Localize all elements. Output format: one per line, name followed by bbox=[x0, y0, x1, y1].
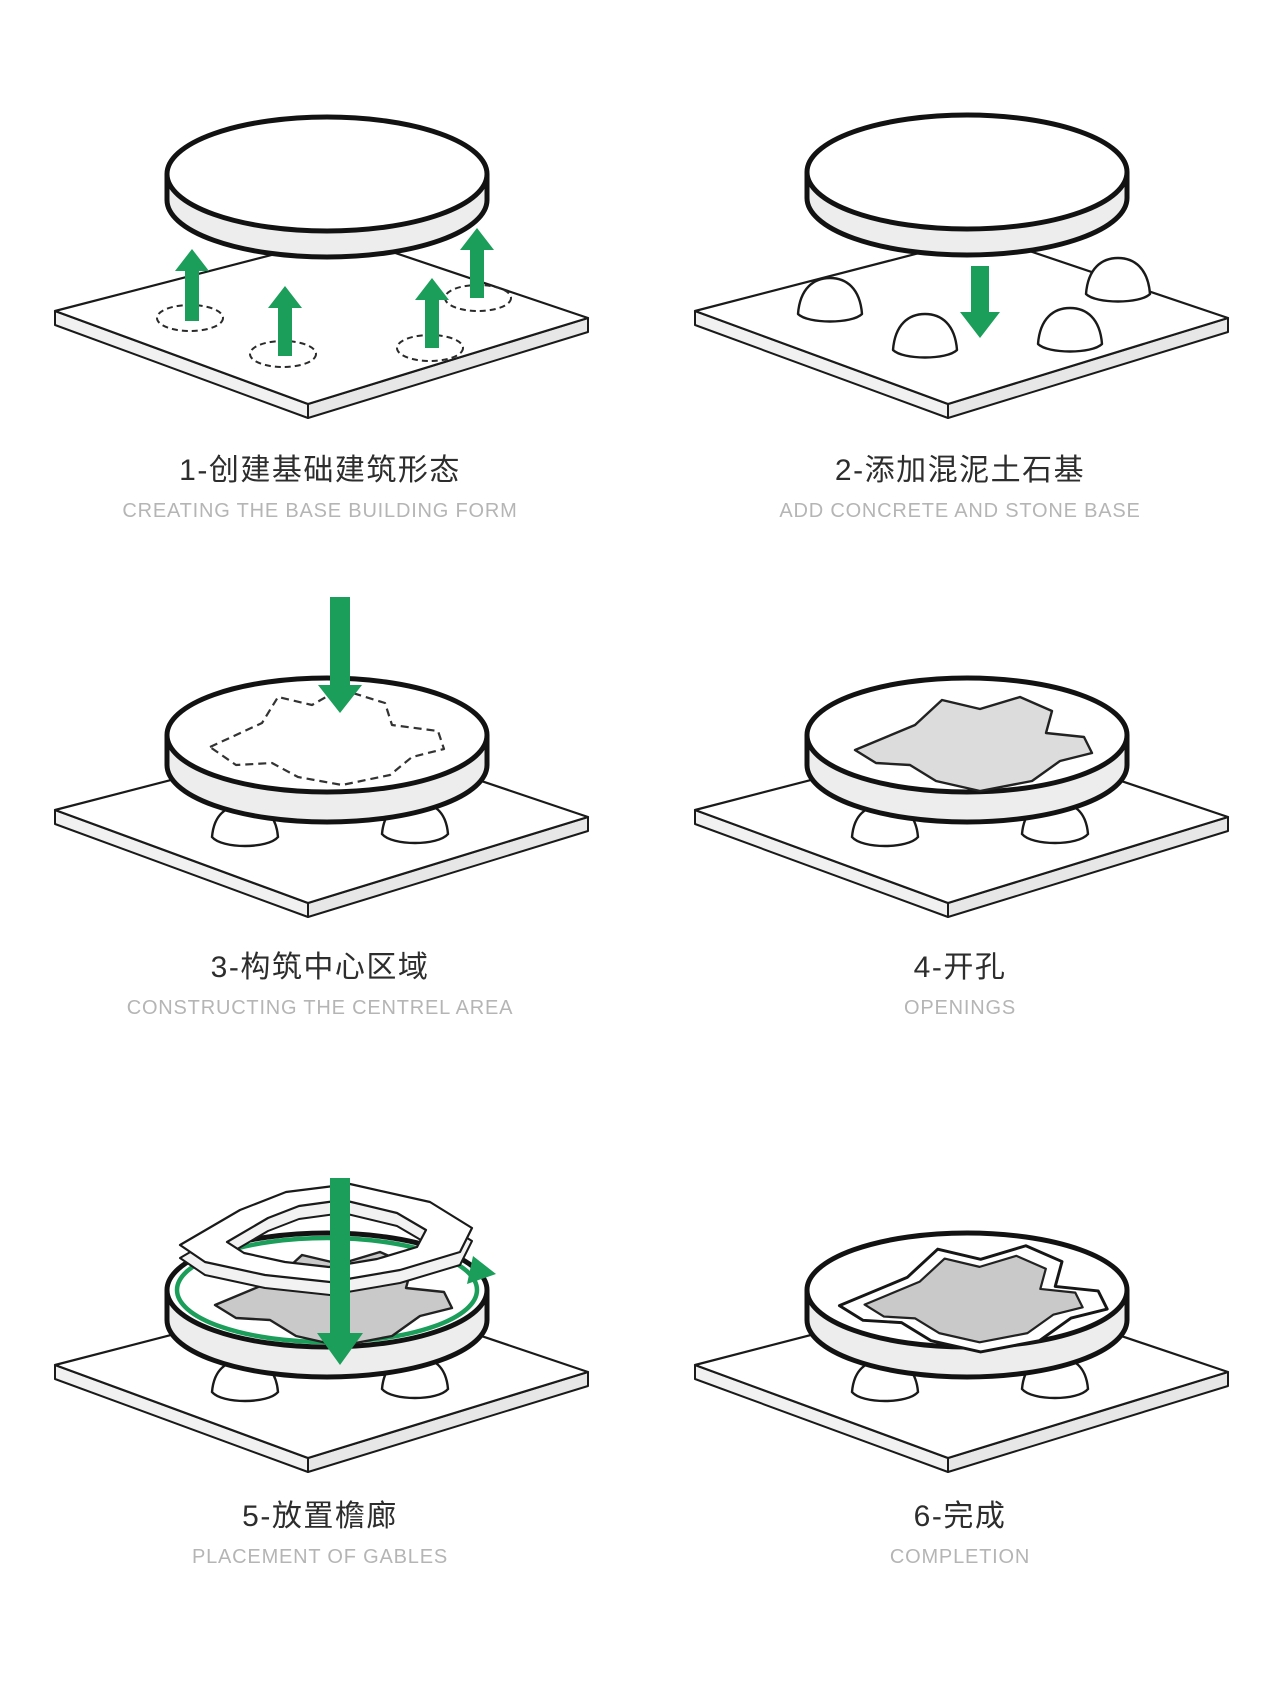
step-5-title: 5-放置檐廊 bbox=[242, 1500, 398, 1533]
step-4-caption: 4-开孔 OPENINGS bbox=[904, 949, 1016, 1020]
rimmed-courtyard bbox=[837, 1244, 1109, 1354]
step-6-card: 6-完成 COMPLETION bbox=[640, 1138, 1280, 1706]
floating-disc bbox=[804, 112, 1130, 258]
step-4-illustration bbox=[693, 675, 1230, 918]
stone-footings bbox=[796, 256, 1152, 359]
dashed-central-footprint bbox=[208, 687, 446, 787]
floating-disc bbox=[164, 114, 490, 260]
step-6-subtitle: COMPLETION bbox=[889, 1545, 1031, 1568]
gable-ring bbox=[178, 1182, 474, 1296]
step-3-subtitle: CONSTRUCTING THE CENTREL AREA bbox=[126, 996, 514, 1019]
step-2-caption: 2-添加混泥土石基 ADD CONCRETE AND STONE BASE bbox=[779, 452, 1140, 523]
down-arrow-icon bbox=[960, 266, 1000, 338]
step-2-title: 2-添加混泥土石基 bbox=[834, 454, 1086, 487]
step-2-illustration bbox=[693, 112, 1230, 419]
step-1-subtitle: CREATING THE BASE BUILDING FORM bbox=[122, 499, 518, 522]
step-1-title: 1-创建基础建筑形态 bbox=[179, 454, 461, 487]
step-1-caption: 1-创建基础建筑形态 CREATING THE BASE BUILDING FO… bbox=[122, 452, 517, 523]
step-5-subtitle: PLACEMENT OF GABLES bbox=[191, 1545, 448, 1568]
step-1-illustration bbox=[53, 114, 590, 419]
step-1-card: 1-创建基础建筑形态 CREATING THE BASE BUILDING FO… bbox=[0, 0, 640, 569]
courtyard-opening bbox=[853, 695, 1094, 793]
step-6-caption: 6-完成 COMPLETION bbox=[890, 1498, 1030, 1569]
step-3-illustration bbox=[53, 597, 590, 918]
up-arrow-icon bbox=[175, 228, 494, 356]
step-3-card: 3-构筑中心区域 CONSTRUCTING THE CENTREL AREA bbox=[0, 569, 640, 1138]
step-6-illustration bbox=[693, 1230, 1230, 1473]
step-3-caption: 3-构筑中心区域 CONSTRUCTING THE CENTREL AREA bbox=[127, 949, 514, 1020]
down-arrow-icon bbox=[317, 1178, 363, 1365]
base-plate bbox=[53, 234, 590, 419]
step-4-subtitle: OPENINGS bbox=[904, 996, 1016, 1019]
step-4-title: 4-开孔 bbox=[913, 951, 1007, 984]
step-5-illustration bbox=[53, 1178, 590, 1473]
step-3-title: 3-构筑中心区域 bbox=[210, 951, 430, 984]
base-plate bbox=[693, 234, 1230, 419]
down-arrow-icon bbox=[318, 597, 362, 713]
step-5-card: 5-放置檐廊 PLACEMENT OF GABLES bbox=[0, 1138, 640, 1706]
step-4-card: 4-开孔 OPENINGS bbox=[640, 569, 1280, 1138]
step-6-title: 6-完成 bbox=[913, 1500, 1007, 1533]
step-2-subtitle: ADD CONCRETE AND STONE BASE bbox=[779, 499, 1141, 522]
step-5-caption: 5-放置檐廊 PLACEMENT OF GABLES bbox=[192, 1498, 448, 1569]
step-2-card: 2-添加混泥土石基 ADD CONCRETE AND STONE BASE bbox=[640, 0, 1280, 569]
